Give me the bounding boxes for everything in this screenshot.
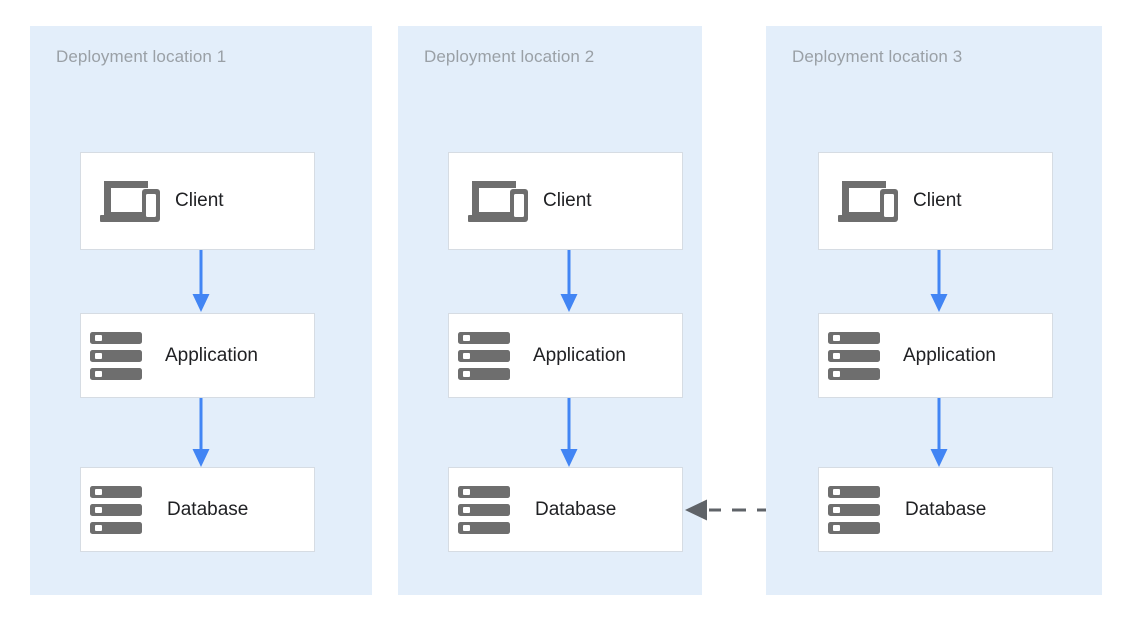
connector-application-2-database-2 [560,398,578,467]
node-label-database-3: Database [905,499,987,520]
server-rack-icon [458,332,510,380]
node-client-3[interactable] [818,152,1053,250]
connector-application-3-database-3 [930,398,948,467]
devices-icon [838,181,898,222]
node-client-2[interactable] [448,152,683,250]
server-rack-icon [828,332,880,380]
node-label-client-1: Client [175,190,224,211]
connector-client-2-application-2 [560,250,578,312]
node-label-application-1: Application [165,345,258,366]
node-client-1[interactable] [80,152,315,250]
node-label-database-2: Database [535,499,617,520]
devices-icon [468,181,528,222]
panel-title-location-2: Deployment location 2 [424,47,595,66]
server-rack-icon [828,486,880,534]
panel-title-location-3: Deployment location 3 [792,47,963,66]
server-rack-icon [458,486,510,534]
node-label-client-2: Client [543,190,592,211]
server-rack-icon [90,332,142,380]
connector-database-3-database-2 [685,499,821,521]
connector-client-1-application-1 [192,250,210,312]
node-label-client-3: Client [913,190,962,211]
node-label-database-1: Database [167,499,249,520]
server-rack-icon [90,486,142,534]
connector-client-3-application-3 [930,250,948,312]
node-label-application-2: Application [533,345,626,366]
devices-icon [100,181,160,222]
node-label-application-3: Application [903,345,996,366]
connector-application-1-database-1 [192,398,210,467]
panel-title-location-1: Deployment location 1 [56,47,227,66]
